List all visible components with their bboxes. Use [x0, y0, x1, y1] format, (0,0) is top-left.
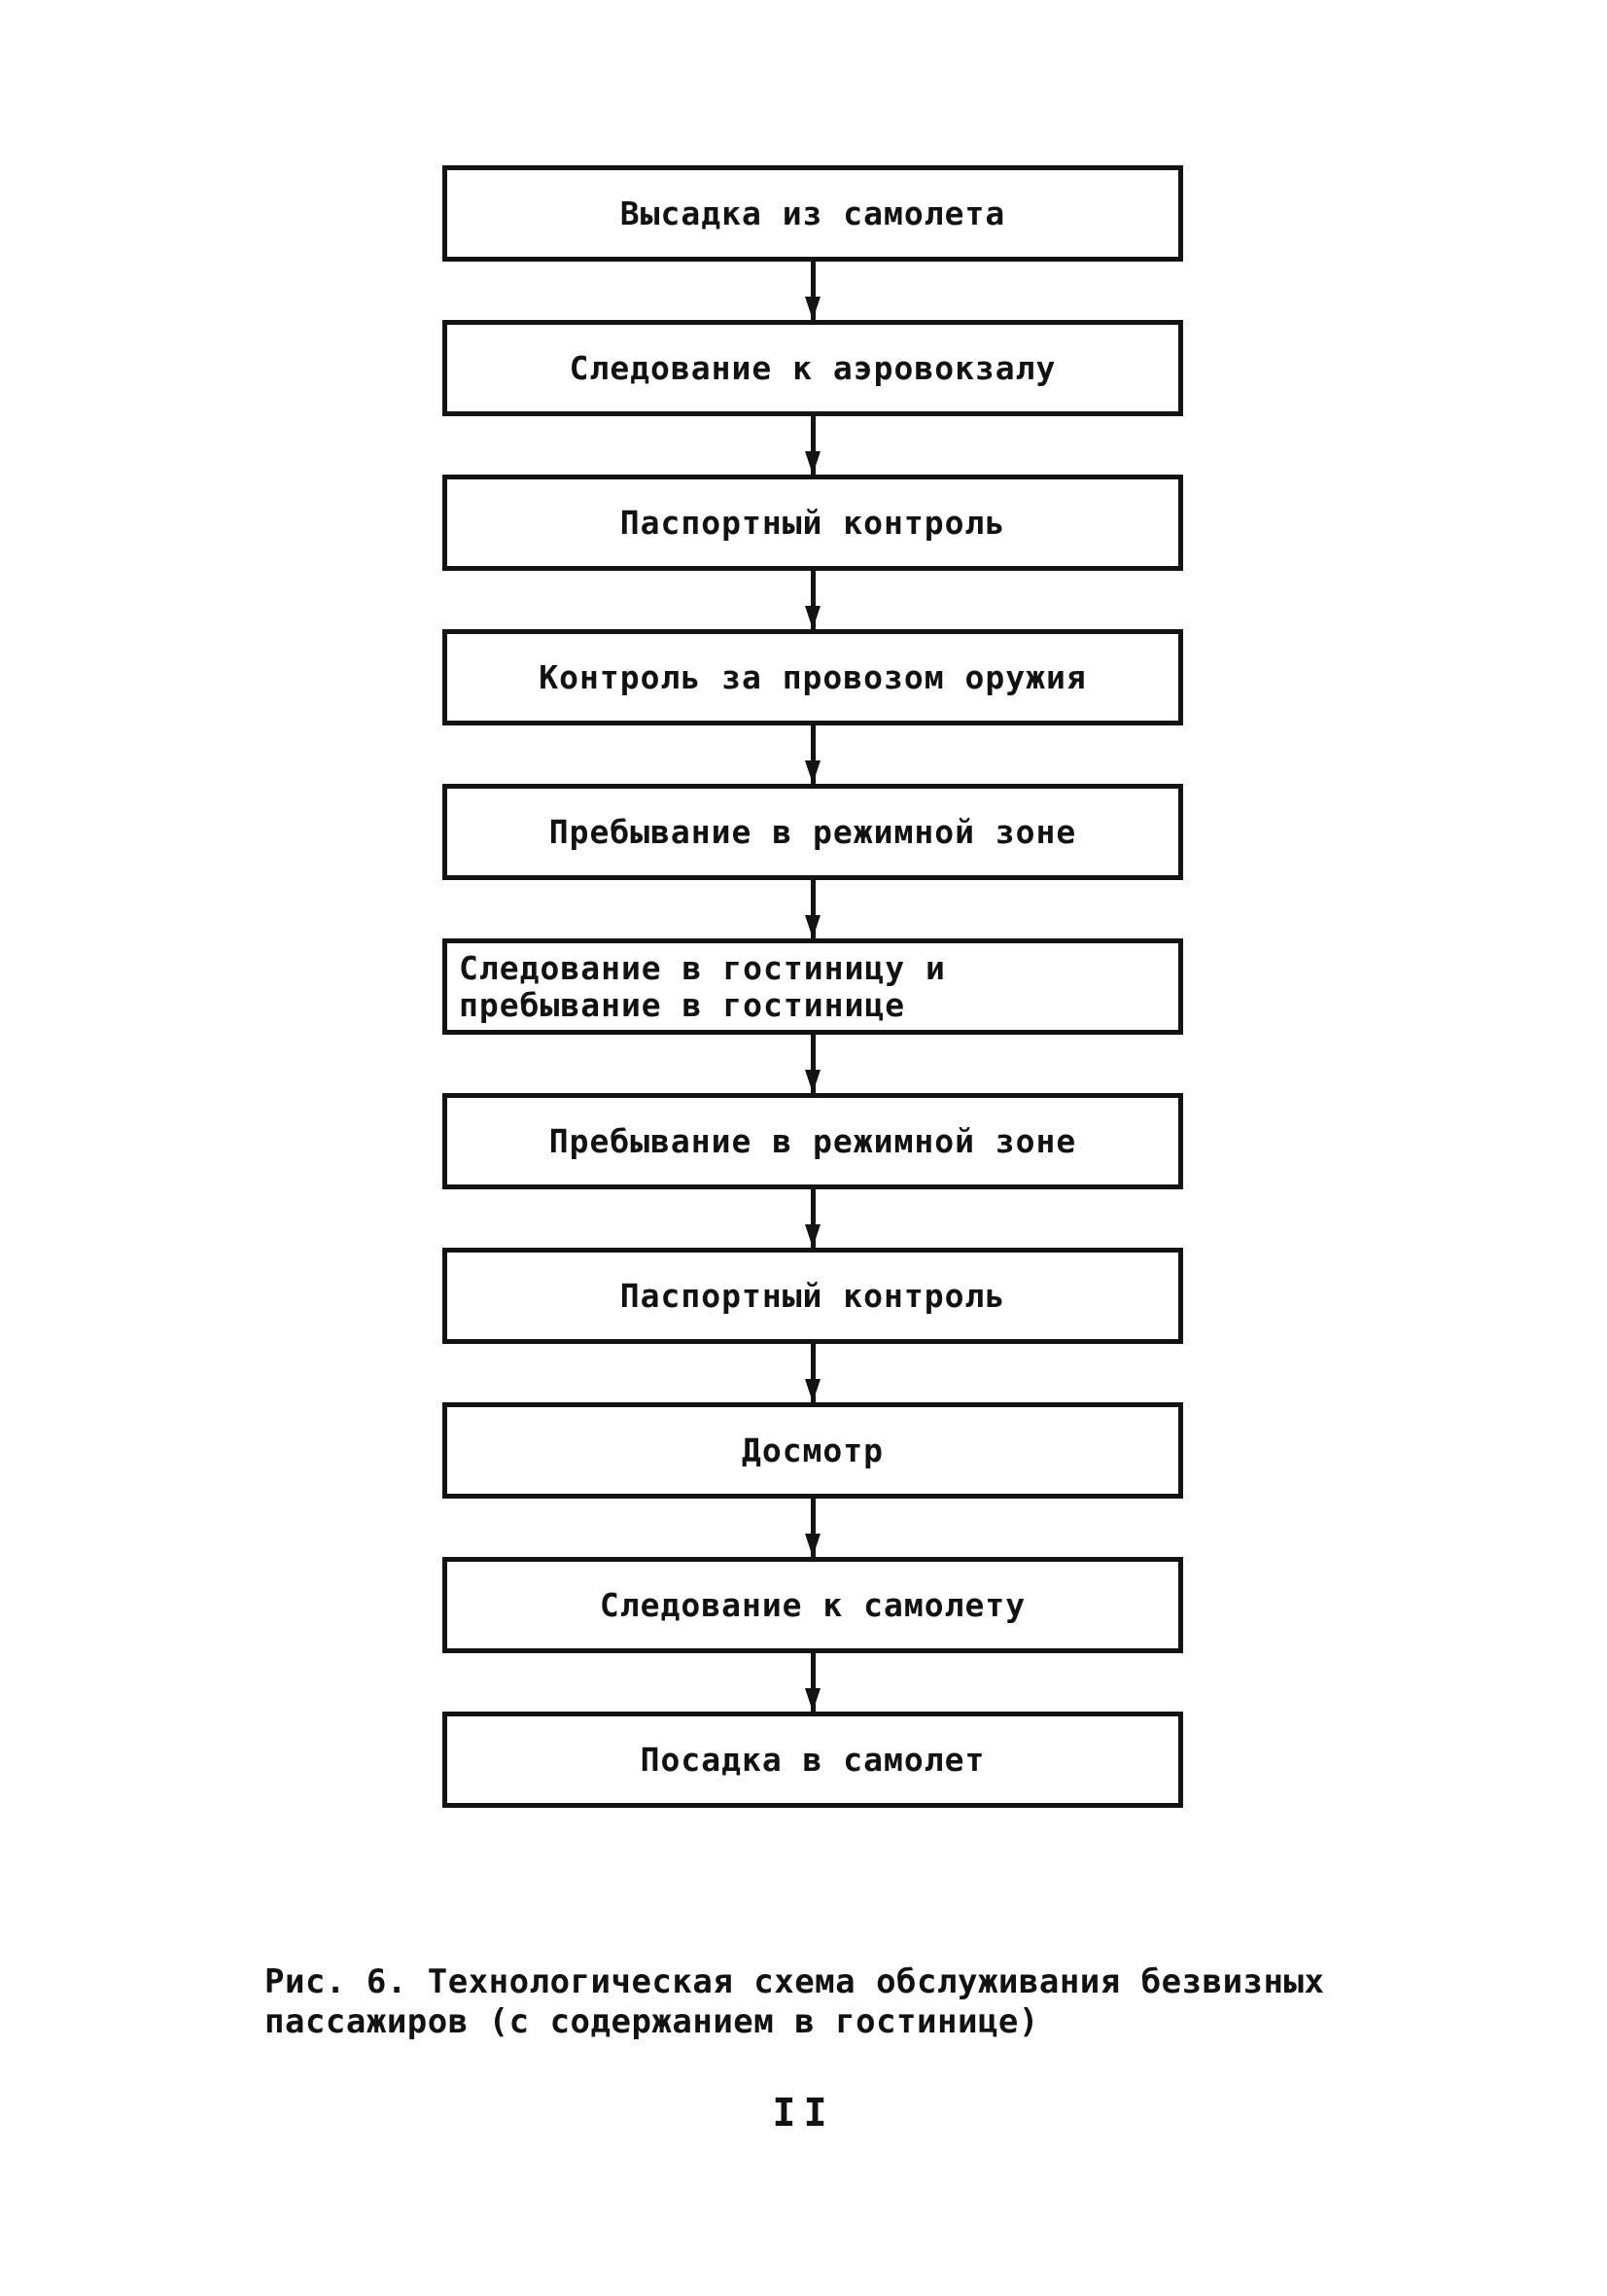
- figure-caption-line1: Рис. 6. Технологическая схема обслуживан…: [264, 1962, 1325, 2001]
- flow-step-restricted-zone-1: Пребывание в режимной зоне: [442, 784, 1183, 880]
- flow-step-label: Пребывание в режимной зоне: [548, 812, 1077, 851]
- arrow-down-icon: [810, 1189, 816, 1248]
- flow-step-label: Высадка из самолета: [619, 194, 1006, 232]
- arrow-down-icon: [810, 1344, 816, 1402]
- flow-step-label: Следование в гостиницу и пребывание в го…: [459, 948, 946, 1024]
- flow-step-passport-control-1: Паспортный контроль: [442, 475, 1183, 571]
- arrow-down-icon: [810, 1035, 816, 1093]
- flow-step-to-aircraft: Следование к самолету: [442, 1557, 1183, 1653]
- flow-step-label: Посадка в самолет: [640, 1740, 986, 1779]
- arrow-down-icon: [810, 1499, 816, 1557]
- arrow-down-icon: [810, 880, 816, 938]
- arrow-down-icon: [810, 262, 816, 320]
- figure-caption: Рис. 6. Технологическая схема обслуживан…: [264, 1962, 1373, 2043]
- flow-step-passport-control-2: Паспортный контроль: [442, 1248, 1183, 1344]
- flow-step-to-terminal: Следование к аэровокзалу: [442, 320, 1183, 416]
- arrow-down-icon: [810, 416, 816, 475]
- flow-step-hotel-stay: Следование в гостиницу и пребывание в го…: [442, 938, 1183, 1035]
- flow-step-inspection: Досмотр: [442, 1402, 1183, 1499]
- page-number: II: [772, 2091, 835, 2136]
- flow-step-label: Пребывание в режимной зоне: [548, 1121, 1077, 1160]
- flowchart: Высадка из самолета Следование к аэровок…: [442, 165, 1183, 1808]
- flow-step-label: Досмотр: [741, 1431, 885, 1469]
- arrow-down-icon: [810, 1653, 816, 1712]
- figure-caption-line2: пассажиров (с содержанием в гостинице): [264, 2002, 1039, 2042]
- arrow-down-icon: [810, 725, 816, 784]
- flow-step-label: Следование к самолету: [599, 1585, 1027, 1624]
- flow-step-disembark: Высадка из самолета: [442, 165, 1183, 262]
- flow-step-label: Паспортный контроль: [619, 503, 1006, 542]
- flow-step-label: Контроль за провозом оружия: [539, 657, 1087, 696]
- flow-step-label: Следование к аэровокзалу: [569, 348, 1057, 387]
- flow-step-restricted-zone-2: Пребывание в режимной зоне: [442, 1093, 1183, 1189]
- flow-step-weapons-control: Контроль за провозом оружия: [442, 629, 1183, 725]
- flow-step-label: Паспортный контроль: [619, 1276, 1006, 1315]
- flow-step-boarding: Посадка в самолет: [442, 1712, 1183, 1808]
- arrow-down-icon: [810, 571, 816, 629]
